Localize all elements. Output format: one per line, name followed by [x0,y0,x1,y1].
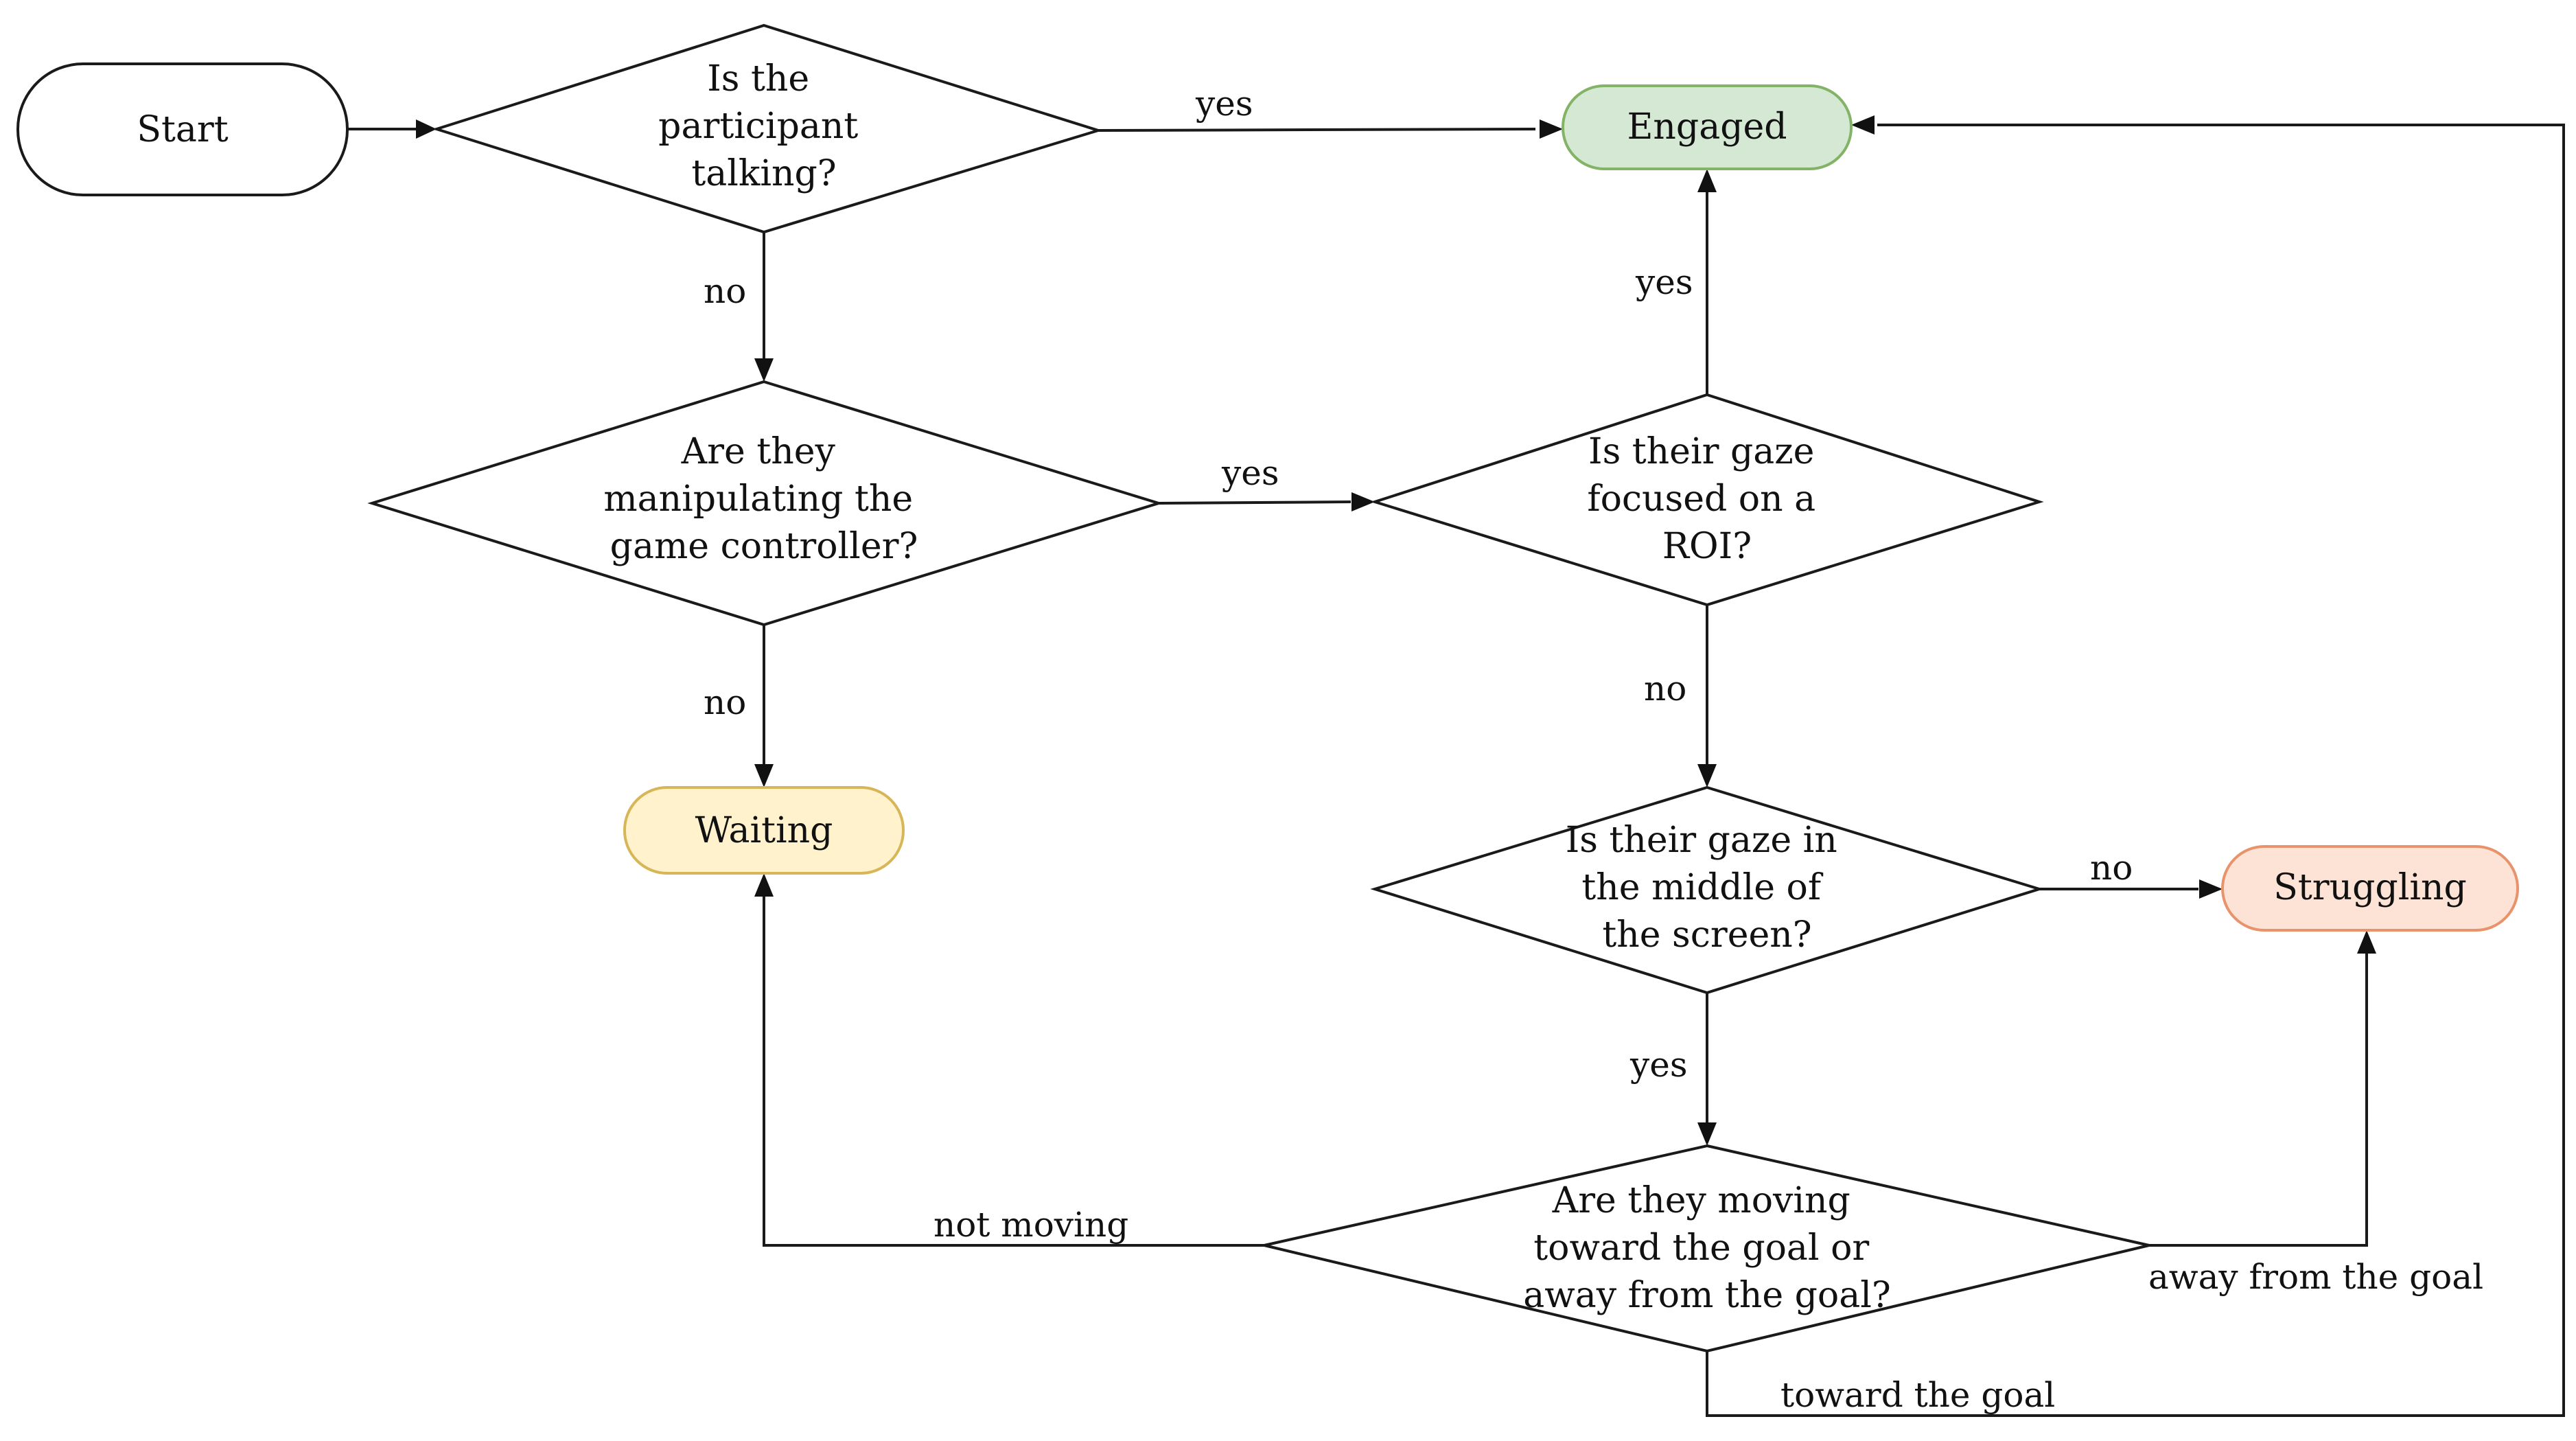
connector-talking-yes-to-engaged [1098,128,1536,132]
arrowhead-into-engaged-bottom [1697,169,1717,192]
arrowhead-into-waiting-top [754,764,774,787]
edge-label-controller-no: no [704,682,746,722]
edge-label-roi-no: no [1644,669,1686,708]
arrowhead-into-controller [754,358,774,382]
start-label: Start [137,109,228,150]
controller-question-label: Are they manipulating the game controlle… [603,431,924,567]
connector-moving-toward-to-engaged [1706,124,2565,1417]
talking-decision-shape [432,23,1103,234]
roi-decision-shape [1370,393,2044,607]
engaged-terminal-shape [1562,84,1853,170]
moving-question-label: Are they moving toward the goal or away … [1523,1180,1890,1316]
node-labels: Start Is the participant talking? Are th… [137,58,2466,1316]
edge-label-talking-yes: yes [1195,84,1253,124]
struggling-terminal-shape [2221,845,2519,932]
edge-label-roi-yes: yes [1635,262,1693,302]
engaged-label: Engaged [1627,106,1787,148]
moving-decision-shape [1264,1144,2150,1353]
arrowhead-into-waiting-bottom [754,873,774,897]
arrowhead-into-struggling-left [2199,879,2223,899]
arrowhead-into-engaged-left [1540,119,1563,139]
connector-moving-not-to-waiting [763,894,1264,1247]
edge-label-talking-no: no [704,271,746,311]
shapes [16,23,2519,1353]
arrowhead-into-engaged-right [1851,115,1875,135]
arrowheads [416,115,2376,1146]
edge-label-controller-yes: yes [1221,453,1279,493]
arrowhead-into-roi [1351,492,1375,511]
arrowhead-into-struggling-bottom [2357,930,2376,954]
edge-label-away-from-goal: away from the goal [2148,1257,2483,1297]
roi-question-label: Is their gaze focused on a ROI? [1587,431,1826,567]
talking-question-label: Is the participant talking? [658,58,870,194]
waiting-terminal-shape [623,786,905,875]
edge-label-not-moving: not moving [933,1205,1128,1245]
start-terminal-shape [16,62,349,196]
arrowhead-into-talking [416,119,437,139]
edge-label-toward-goal: toward the goal [1780,1375,2055,1415]
waiting-label: Waiting [695,810,833,851]
edge-label-middle-yes: yes [1629,1045,1688,1085]
arrowhead-into-moving [1697,1122,1717,1146]
connectors [347,124,2565,1417]
struggling-label: Struggling [2273,867,2466,908]
arrowhead-into-middle [1697,764,1717,787]
edge-label-middle-no: no [2090,848,2133,888]
controller-decision-shape [367,380,1163,627]
connector-moving-away-to-struggling [2149,954,2368,1247]
middle-decision-shape [1370,785,2044,995]
middle-question-label: Is their gaze in the middle of the scree… [1566,820,1849,956]
connector-controller-yes-to-roi [1158,500,1351,505]
edge-labels: yes no yes no yes no no yes not moving a… [704,84,2483,1415]
